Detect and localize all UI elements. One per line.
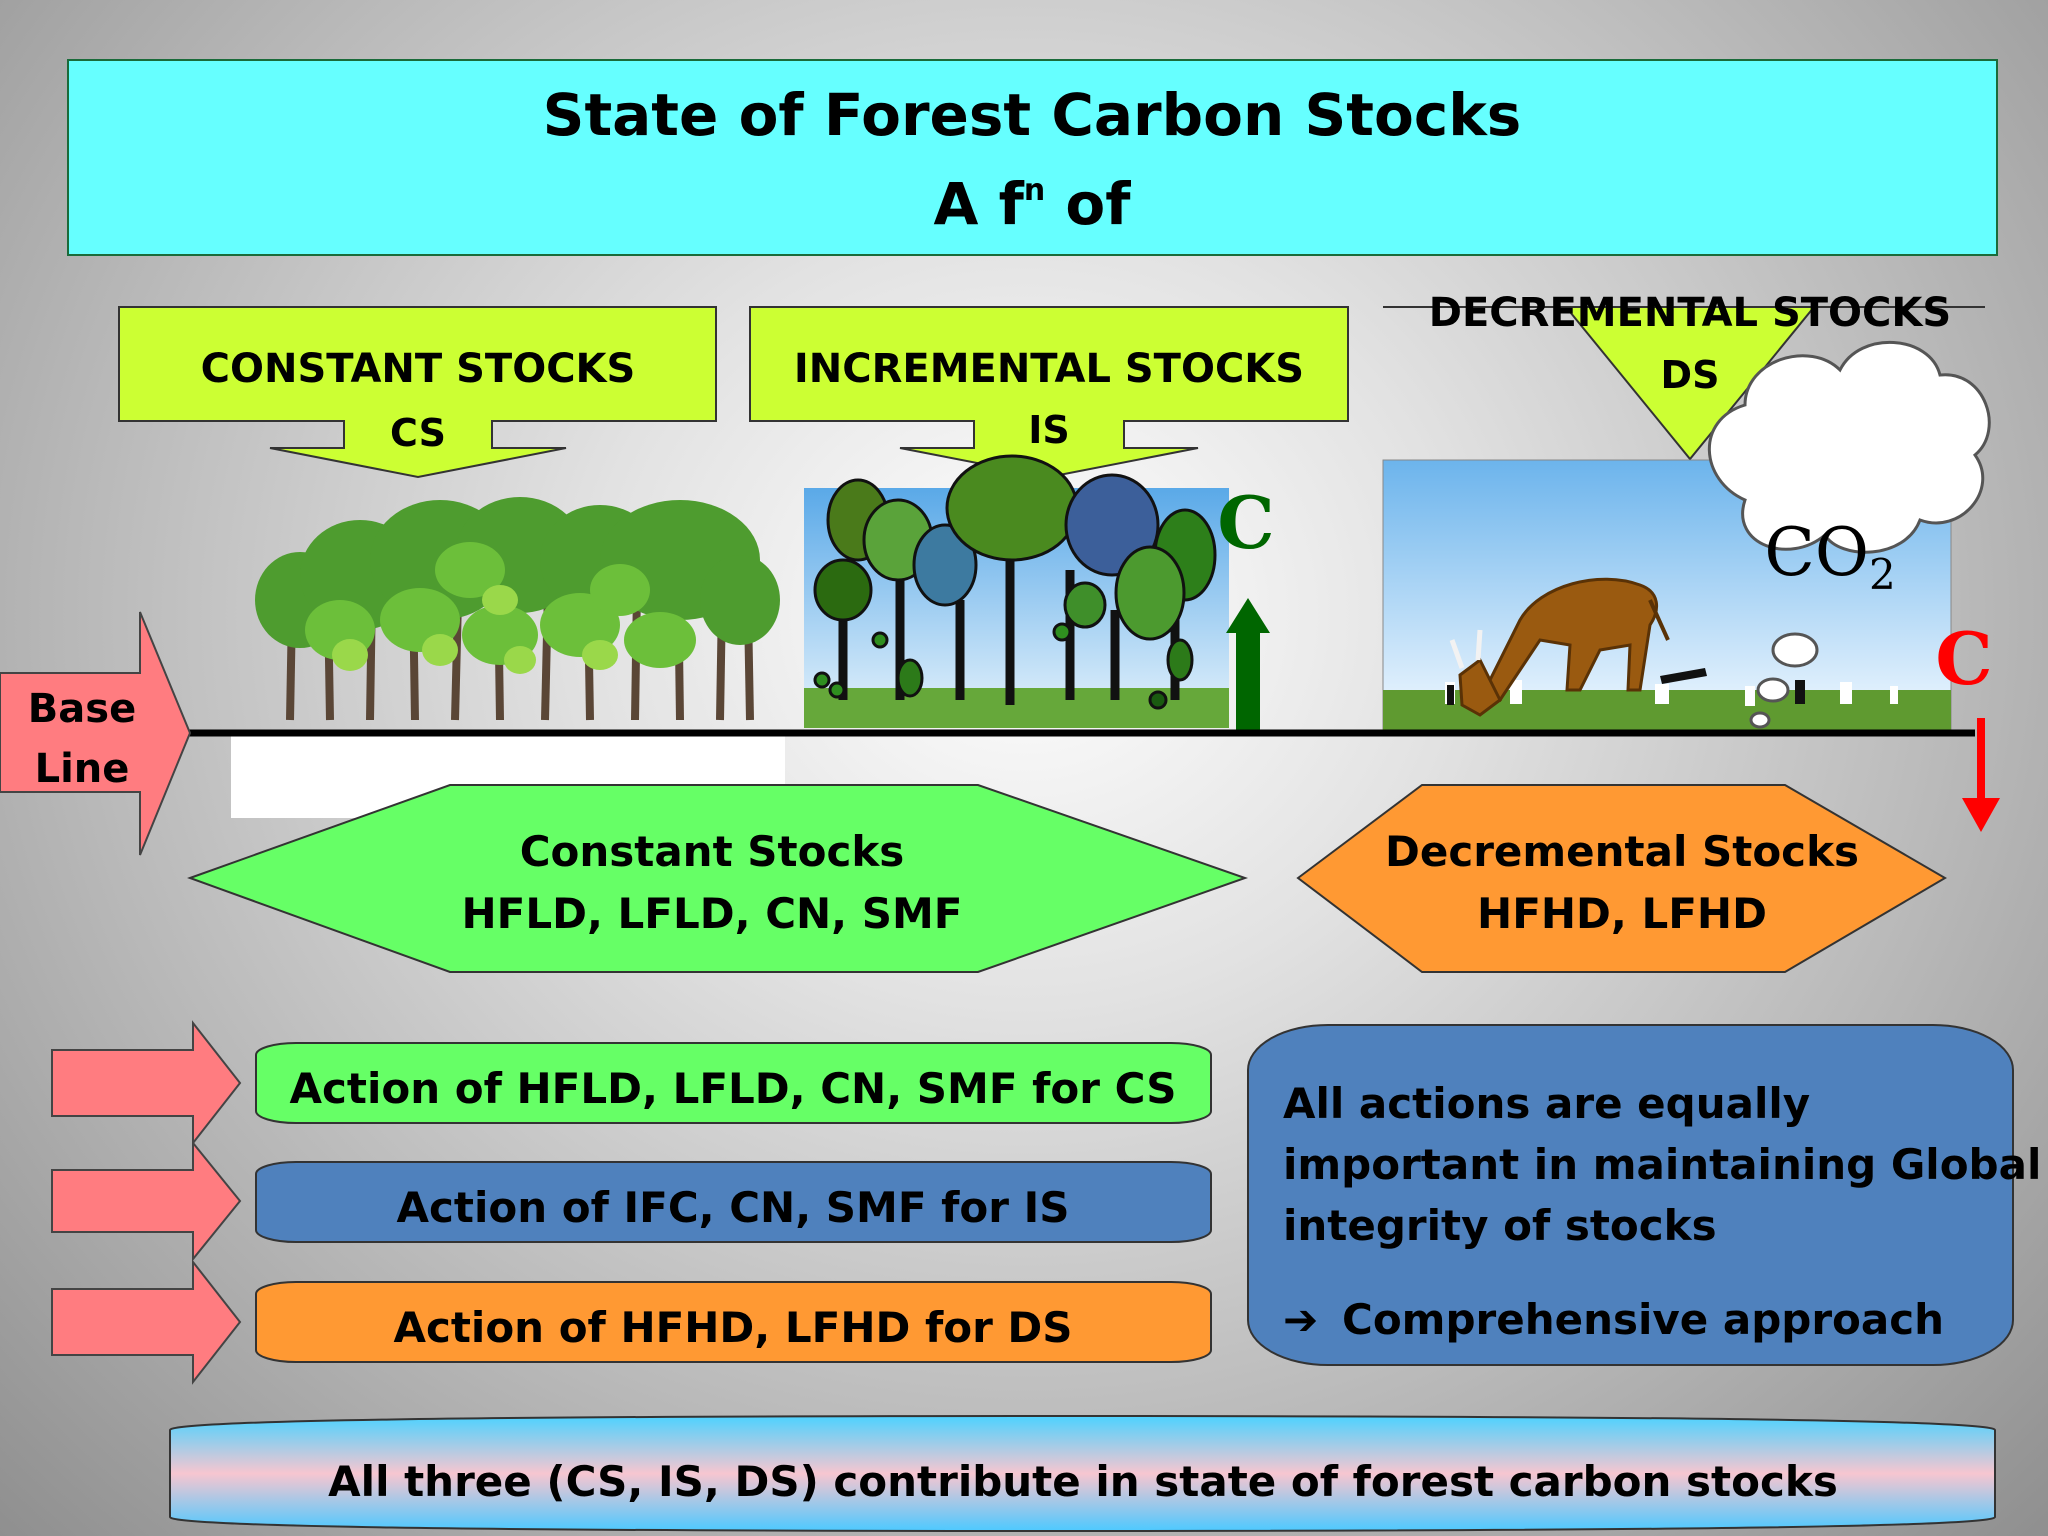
co2-cloud: CO2: [1707, 340, 1991, 729]
decremental-stocks-hexagon: Decremental Stocks HFHD, LFHD: [1296, 784, 1947, 973]
summary-line3: integrity of stocks: [1283, 1201, 1717, 1250]
action-pill-is: Action of IFC, CN, SMF for IS: [255, 1161, 1212, 1243]
baseline-label-line2: Line: [35, 746, 130, 792]
carbon-increase-indicator: C: [1217, 480, 1275, 735]
footer-banner: All three (CS, IS, DS) contribute in sta…: [169, 1414, 1996, 1533]
footer-text: All three (CS, IS, DS) contribute in sta…: [328, 1457, 1838, 1506]
title-banner: State of Forest Carbon Stocks A fn of: [67, 59, 1998, 256]
action-ds-text: Action of HFHD, LFHD for DS: [393, 1303, 1072, 1352]
constant-stocks-heading: CONSTANT STOCKS: [201, 346, 636, 392]
action-cs-text: Action of HFLD, LFLD, CN, SMF for CS: [290, 1064, 1177, 1113]
summary-line1: All actions are equally: [1283, 1079, 1810, 1128]
action-is-text: Action of IFC, CN, SMF for IS: [397, 1183, 1070, 1232]
decremental-hexagon-codes: HFHD, LFHD: [1477, 889, 1767, 938]
baseline-arrow: Base Line: [0, 611, 192, 856]
decremental-stocks-abbr: DS: [1661, 353, 1720, 397]
incremental-stocks-heading: INCREMENTAL STOCKS: [794, 346, 1304, 392]
action-arrow-is: [51, 1140, 242, 1262]
dense-forest-illustration: [231, 497, 785, 818]
up-arrow-icon: [1226, 598, 1270, 735]
co2-label: CO2: [1764, 514, 1895, 599]
title-line2: A fn of: [934, 170, 1132, 238]
title-line1: State of Forest Carbon Stocks: [543, 81, 1522, 149]
action-arrow-cs: [51, 1020, 242, 1146]
summary-conclusion: Comprehensive approach: [1342, 1295, 1944, 1344]
action-arrow-ds: [51, 1259, 242, 1385]
action-arrows: [51, 1020, 242, 1385]
action-pill-cs: Action of HFLD, LFLD, CN, SMF for CS: [255, 1042, 1212, 1124]
down-arrow-icon: [1962, 718, 2000, 832]
summary-arrow-icon: ➔: [1283, 1295, 1318, 1344]
action-pill-ds: Action of HFHD, LFHD for DS: [255, 1281, 1212, 1363]
carbon-down-label: C: [1935, 616, 1992, 701]
summary-line2: important in maintaining Global: [1283, 1140, 2041, 1189]
constant-hexagon-codes: HFLD, LFLD, CN, SMF: [462, 889, 963, 938]
constant-stocks-callout: CONSTANT STOCKS CS: [118, 306, 717, 479]
constant-hexagon-title: Constant Stocks: [520, 827, 905, 876]
constant-stocks-hexagon: Constant Stocks HFLD, LFLD, CN, SMF: [187, 784, 1249, 973]
decremental-stocks-heading: DECREMENTAL STOCKS: [1429, 290, 1951, 336]
decremental-hexagon-title: Decremental Stocks: [1385, 827, 1859, 876]
incremental-stocks-callout: INCREMENTAL STOCKS IS: [749, 306, 1349, 479]
carbon-decrease-indicator: C: [1935, 616, 2000, 832]
constant-stocks-abbr: CS: [390, 411, 446, 455]
carbon-up-label: C: [1217, 480, 1274, 565]
growing-forest-illustration: [804, 454, 1229, 728]
incremental-stocks-abbr: IS: [1028, 408, 1070, 452]
grazing-cow-icon: [1449, 577, 1670, 717]
baseline-label-line1: Base: [28, 686, 136, 732]
summary-box: All actions are equally important in mai…: [1247, 1024, 2041, 1366]
